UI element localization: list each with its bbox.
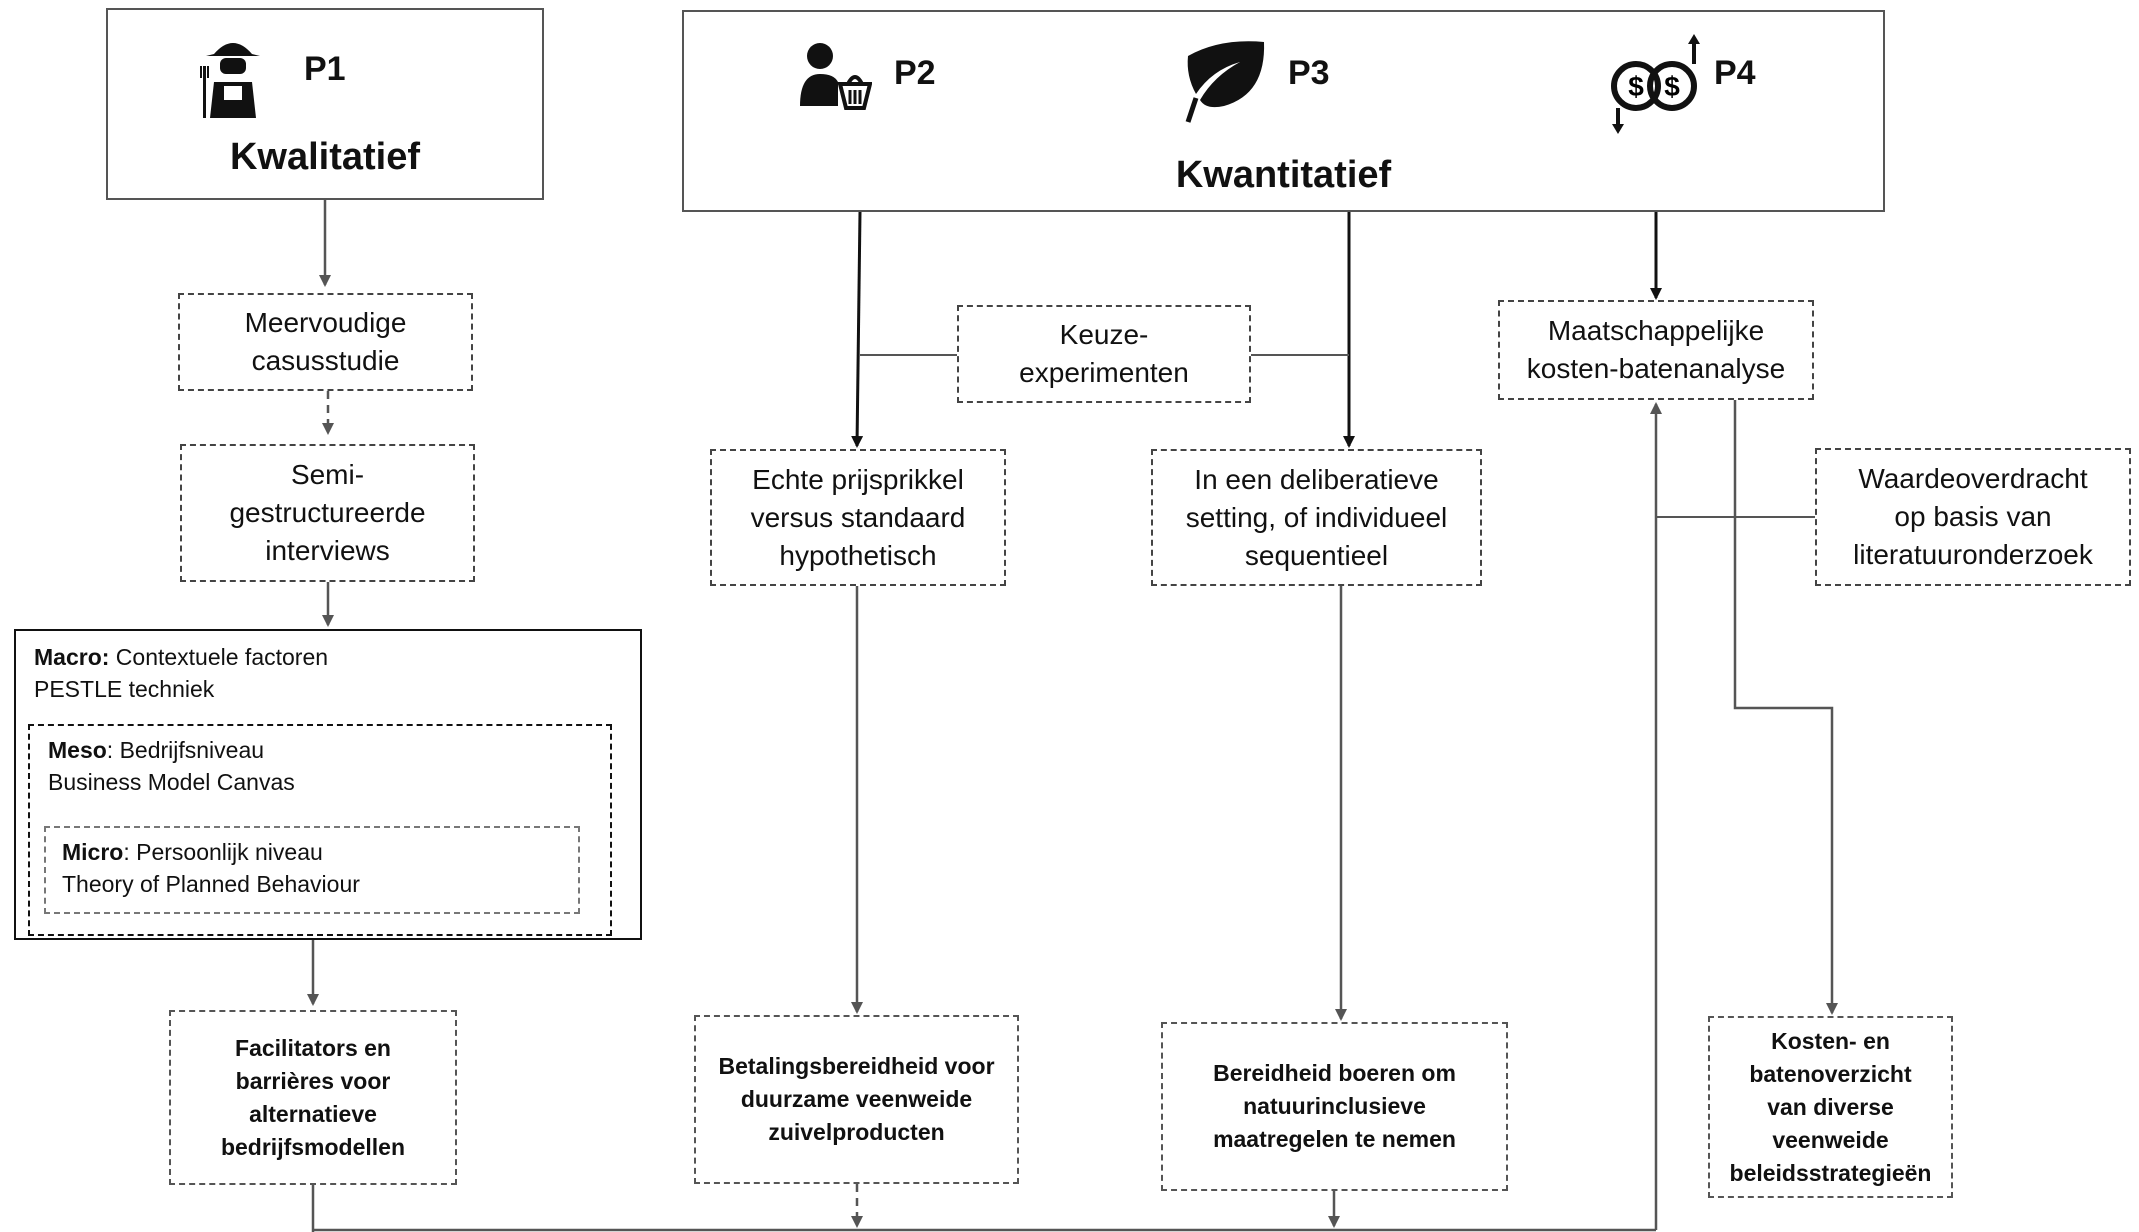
meso-label: Meso: [48, 737, 107, 763]
p2-result-line-1: Betalingsbereidheid voor: [718, 1053, 995, 1079]
micro-label: Micro: [62, 839, 124, 865]
p4-result-line-1: Kosten- en: [1771, 1027, 1890, 1054]
p3-method-line-1: In een deliberatieve: [1194, 463, 1439, 495]
value-transfer-line-2: op basis van: [1894, 501, 2052, 532]
p2-result-line-2: duurzame veenweide: [740, 1086, 973, 1112]
p2-method-line-3: hypothetisch: [779, 539, 937, 571]
money-exchange-icon: $ $: [1611, 34, 1700, 134]
macro-text: Macro: Contextuele factoren PESTLE techn…: [34, 641, 328, 705]
macro-label: Macro:: [34, 644, 110, 670]
svg-text:$: $: [1664, 71, 1680, 102]
p1-result-line-1: Facilitators en: [235, 1034, 391, 1061]
micro-technique: Theory of Planned Behaviour: [62, 871, 360, 897]
svg-text:$: $: [1628, 71, 1644, 102]
case-study-line-1: Meervoudige: [244, 307, 407, 338]
arrow-quant-to-p2-method: [851, 211, 864, 448]
p4-result-line-2: batenoverzicht: [1749, 1060, 1912, 1087]
leaf-icon: [1185, 41, 1265, 123]
p2-method-line-2: versus standaard: [750, 501, 966, 533]
macro-level-box: Macro: Contextuele factoren PESTLE techn…: [14, 629, 642, 940]
phase-label-p2: P2: [894, 54, 936, 92]
meso-text: Meso: Bedrijfsniveau Business Model Canv…: [48, 734, 295, 798]
meso-level-box: Meso: Bedrijfsniveau Business Model Canv…: [28, 724, 612, 936]
p3-result-box: Bereidheid boeren om natuurinclusieve ma…: [1161, 1022, 1508, 1191]
p3-result-line-1: Bereidheid boeren om: [1213, 1060, 1456, 1086]
p3-method-line-2: setting, of individueel: [1185, 501, 1448, 533]
meso-description: : Bedrijfsniveau: [106, 737, 265, 763]
macro-technique: PESTLE techniek: [34, 676, 215, 702]
consumer-basket-icon: [800, 43, 872, 110]
micro-text: Micro: Persoonlijk niveau Theory of Plan…: [62, 836, 360, 900]
p3-result-line-3: maatregelen te nemen: [1213, 1126, 1456, 1152]
farmer-icon: [200, 43, 260, 118]
phase-label-p3: P3: [1288, 54, 1330, 92]
p2-method-line-1: Echte prijsprikkel: [752, 463, 964, 495]
case-study-box: Meervoudige casusstudie: [178, 293, 473, 391]
interviews-line-1: Semi-: [290, 459, 365, 490]
quantitative-title: Kwantitatief: [1175, 154, 1392, 196]
choice-experiments-box: Keuze- experimenten: [957, 305, 1251, 403]
phase-label-p4: P4: [1714, 54, 1756, 92]
p3-method-line-3: sequentieel: [1244, 539, 1389, 571]
quantitative-header-box: P2 P3 $ $ P4 Kwantitatief: [682, 10, 1885, 212]
value-transfer-box: Waardeoverdracht op basis van literatuur…: [1815, 448, 2131, 586]
qualitative-header-box: P1 Kwalitatief: [106, 8, 544, 200]
interviews-line-2: gestructureerde: [229, 497, 426, 528]
p4-result-line-4: veenweide: [1772, 1126, 1889, 1153]
p1-result-line-2: barrières voor: [235, 1067, 391, 1094]
arrow-p4-method-to-result: [1733, 400, 1838, 1015]
p4-result-line-3: van diverse: [1767, 1093, 1894, 1120]
micro-level-box: Micro: Persoonlijk niveau Theory of Plan…: [44, 826, 580, 914]
interviews-line-3: interviews: [265, 535, 390, 566]
p2-method-box: Echte prijsprikkel versus standaard hypo…: [710, 449, 1006, 586]
value-transfer-line-3: literatuuronderzoek: [1853, 539, 2093, 570]
phase-label-p1: P1: [304, 50, 346, 88]
p3-result-line-2: natuurinclusieve: [1243, 1093, 1426, 1119]
p1-result-line-3: alternatieve: [249, 1100, 377, 1127]
p4-result-box: Kosten- en batenoverzicht van diverse ve…: [1708, 1016, 1953, 1198]
p1-result-box: Facilitators en barrières voor alternati…: [169, 1010, 457, 1185]
p4-method-box: Maatschappelijke kosten-batenanalyse: [1498, 300, 1814, 400]
value-transfer-line-1: Waardeoverdracht: [1858, 463, 2088, 494]
case-study-line-2: casusstudie: [251, 345, 400, 376]
p4-method-line-2: kosten-batenanalyse: [1526, 353, 1786, 384]
macro-description: Contextuele factoren: [109, 644, 329, 670]
qualitative-title: Kwalitatief: [229, 136, 421, 178]
interviews-box: Semi- gestructureerde interviews: [180, 444, 475, 582]
choice-experiments-line-2: experimenten: [1019, 357, 1189, 388]
p1-result-line-4: bedrijfsmodellen: [220, 1133, 406, 1160]
p2-result-line-3: zuivelproducten: [768, 1119, 945, 1145]
p3-method-box: In een deliberatieve setting, of individ…: [1151, 449, 1482, 586]
micro-description: : Persoonlijk niveau: [123, 839, 323, 865]
choice-experiments-line-1: Keuze-: [1059, 319, 1149, 350]
p4-result-line-5: beleidsstrategieën: [1729, 1159, 1932, 1186]
p2-result-box: Betalingsbereidheid voor duurzame veenwe…: [694, 1015, 1019, 1184]
p4-method-line-1: Maatschappelijke: [1547, 315, 1765, 346]
meso-technique: Business Model Canvas: [48, 769, 295, 795]
